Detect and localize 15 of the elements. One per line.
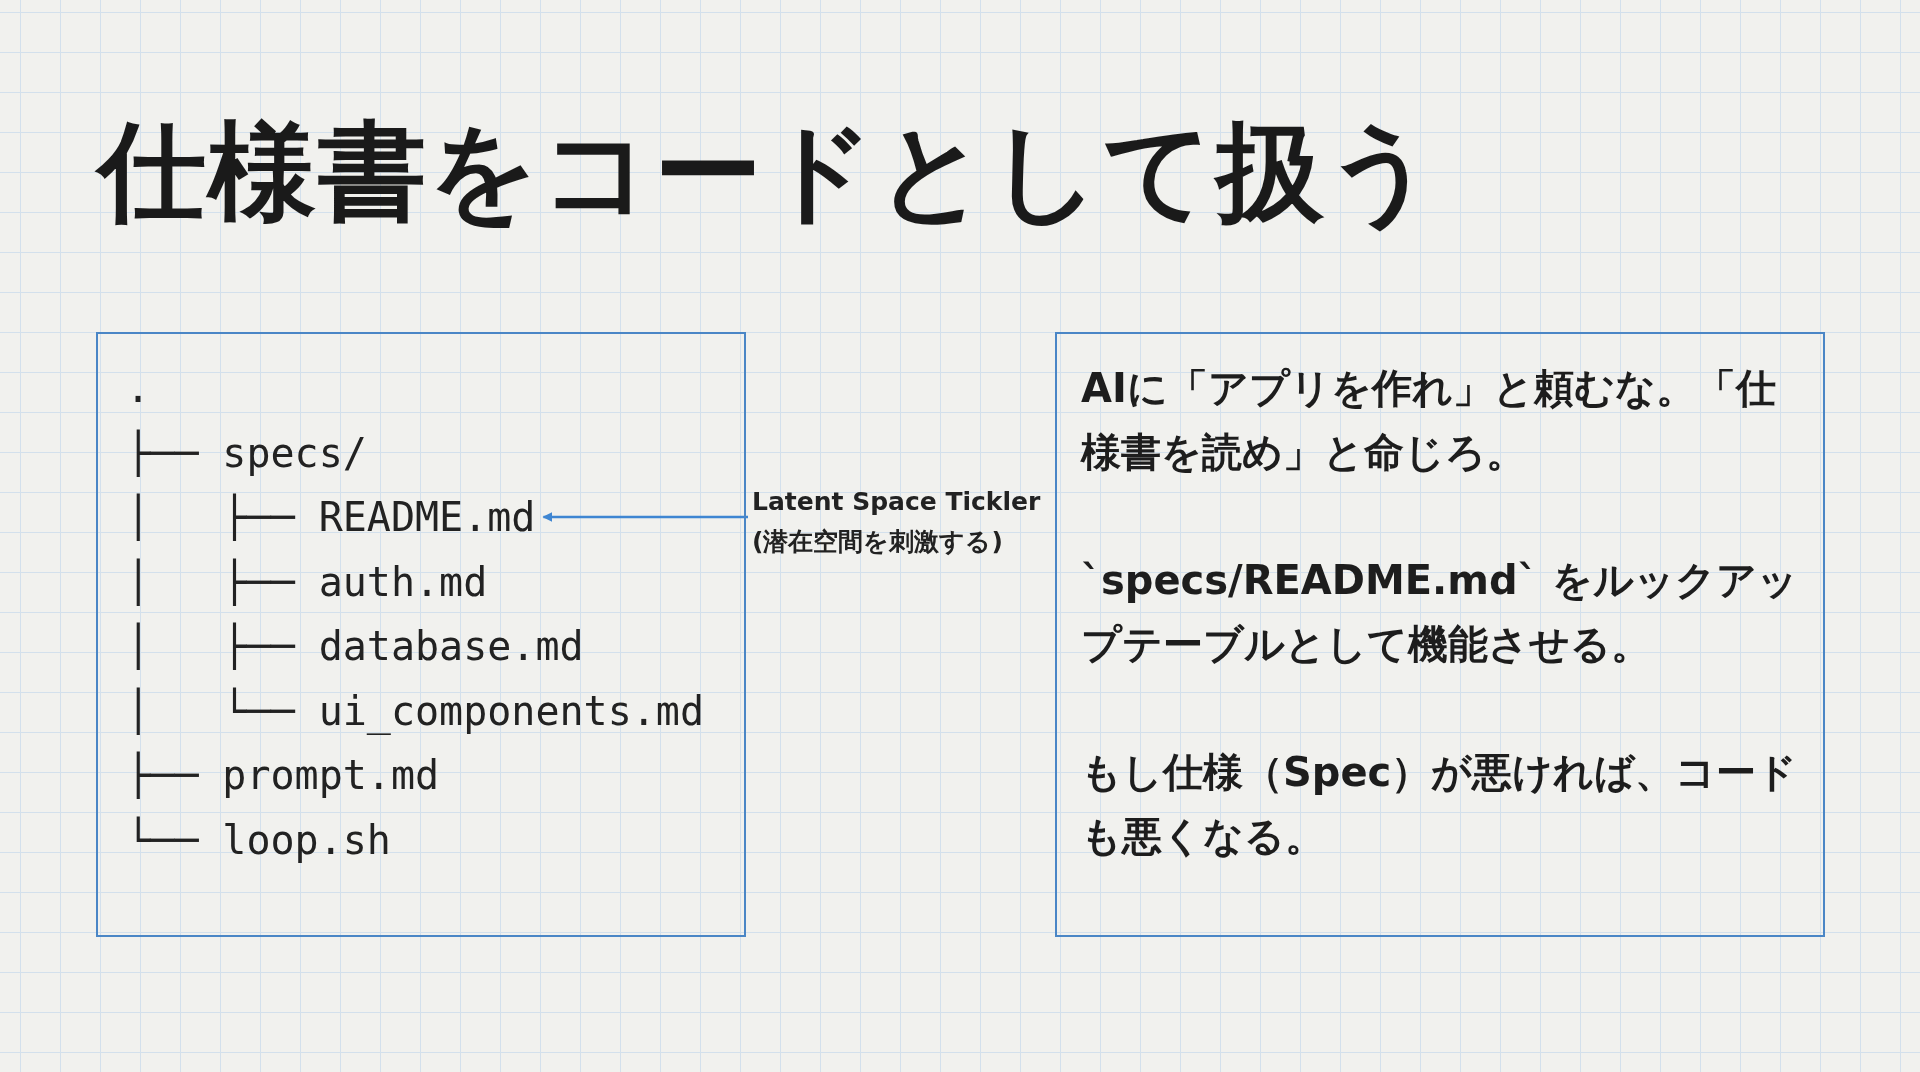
file-tree-line: └── loop.sh xyxy=(126,815,391,864)
file-tree-line: ├── specs/ xyxy=(126,428,367,477)
file-tree-line: │ ├── database.md xyxy=(126,622,584,670)
message-panel xyxy=(1055,332,1825,937)
paragraph: もし仕様（Spec）が悪ければ、コードも悪くなる。 xyxy=(1081,748,1799,861)
paragraph: `specs/README.md` をルックアップテーブルとして機能させる。 xyxy=(1081,556,1799,669)
file-tree-line: │ ├── auth.md xyxy=(126,557,488,606)
arrow xyxy=(542,512,748,522)
file-tree-line: │ └── ui_components.md xyxy=(126,686,704,735)
file-tree-line: . xyxy=(126,364,151,412)
file-tree-panel xyxy=(96,332,746,937)
file-tree-line: ├── prompt.md xyxy=(126,751,440,799)
annotation-label: Latent Space Tickler (潜在空間を刺激する) xyxy=(752,482,1042,562)
paragraph: AIに「アプリを作れ」と頼むな。「仕様書を読め」と命じろ。 xyxy=(1081,364,1777,477)
file-tree-line: │ ├── README.md xyxy=(126,493,536,541)
